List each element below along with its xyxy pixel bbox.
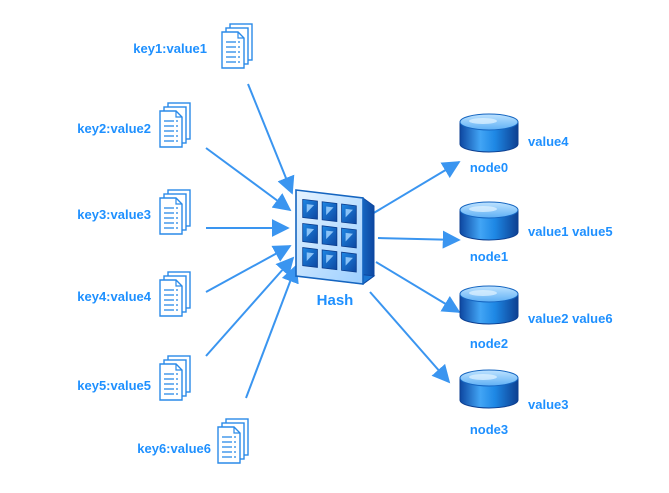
node-values-label: value2 value6 [528, 311, 613, 326]
arrow-hash-to-node0 [371, 161, 461, 215]
key-label: key5:value5 [77, 378, 151, 393]
node-item-3: node3 value3 [459, 369, 568, 437]
arrow-key1-to-hash [247, 83, 295, 195]
document-icon [159, 355, 191, 401]
arrow-key5-to-hash [205, 256, 295, 357]
document-icon [159, 102, 191, 148]
document-icon [217, 418, 249, 464]
node-label: node0 [470, 160, 508, 175]
key-label: key2:value2 [77, 121, 151, 136]
node-values-label: value3 [528, 397, 568, 412]
node-label: node3 [470, 422, 508, 437]
document-icon [221, 23, 253, 69]
hash-block: Hash [294, 189, 376, 309]
arrow-hash-to-node3 [369, 291, 451, 384]
node-label: node1 [470, 249, 508, 264]
key-label: key6:value6 [137, 441, 211, 456]
arrow-key2-to-hash [205, 147, 292, 212]
key-item-1: key1:value1 [133, 23, 253, 69]
arrow-key6-to-hash [245, 264, 299, 399]
key-item-5: key5:value5 [77, 355, 191, 401]
database-icon [459, 369, 519, 409]
node-item-0: node0 value4 [459, 113, 569, 175]
hash-grid-icon [294, 189, 376, 285]
node-values-label: value1 value5 [528, 224, 613, 239]
key-item-3: key3:value3 [77, 189, 191, 235]
database-icon [459, 201, 519, 241]
arrow-key4-to-hash [205, 245, 292, 293]
arrow-hash-to-node2 [375, 261, 461, 313]
arrow-hash-to-node1 [377, 230, 461, 249]
node-item-1: node1 value1 value5 [459, 201, 613, 264]
database-icon [459, 113, 519, 153]
key-item-2: key2:value2 [77, 102, 191, 148]
key-label: key4:value4 [77, 289, 151, 304]
document-icon [159, 271, 191, 317]
key-label: key1:value1 [133, 41, 207, 56]
database-icon [459, 285, 519, 325]
document-icon [159, 189, 191, 235]
key-label: key3:value3 [77, 207, 151, 222]
key-item-6: key6:value6 [137, 418, 249, 464]
node-item-2: node2 value2 value6 [459, 285, 613, 351]
key-item-4: key4:value4 [77, 271, 191, 317]
hash-label: Hash [317, 292, 354, 309]
node-label: node2 [470, 336, 508, 351]
node-values-label: value4 [528, 134, 569, 149]
